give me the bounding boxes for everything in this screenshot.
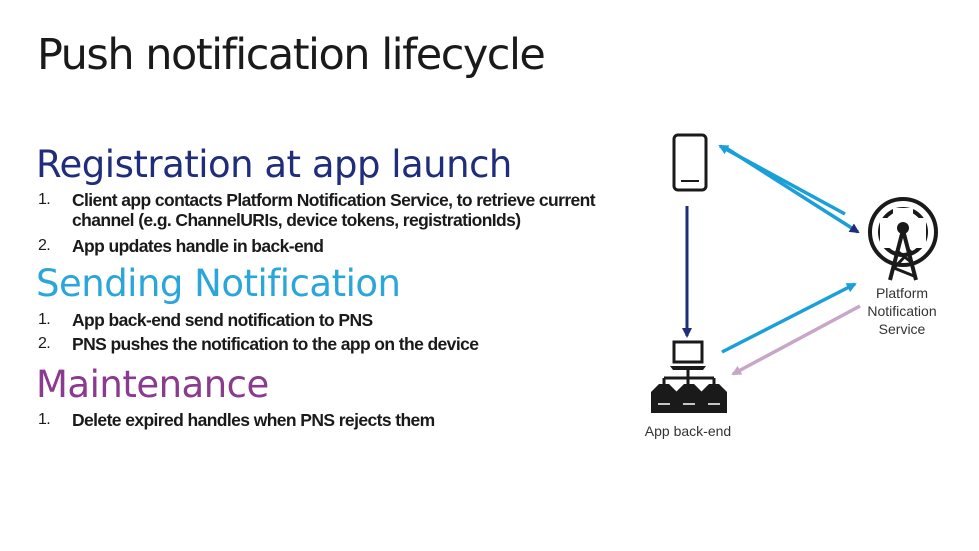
- step-text: App updates handle in back-end: [72, 236, 324, 256]
- list-item: 1. Client app contacts Platform Notifica…: [38, 190, 632, 230]
- step-number: 1.: [38, 311, 51, 328]
- server-network-icon: [651, 340, 727, 413]
- list-item: 2. App updates handle in back-end: [38, 236, 632, 256]
- phone-icon: [672, 133, 708, 192]
- step-text: Delete expired handles when PNS rejects …: [72, 410, 435, 430]
- pns-label-line: Notification: [867, 303, 937, 319]
- backend-label: App back-end: [644, 423, 732, 439]
- maintenance-steps: 1. Delete expired handles when PNS rejec…: [38, 410, 632, 430]
- pns-label-line: Platform: [875, 285, 929, 301]
- step-number: 1.: [38, 411, 51, 428]
- step-number: 1.: [38, 191, 51, 208]
- step-text: App back-end send notification to PNS: [72, 310, 373, 330]
- sending-steps: 1. App back-end send notification to PNS…: [38, 310, 632, 358]
- section-heading-registration: Registration at app launch: [36, 143, 512, 186]
- step-number: 2.: [38, 335, 51, 352]
- arrow-pns-to-device: [718, 144, 846, 216]
- list-item: 1. Delete expired handles when PNS rejec…: [38, 410, 632, 430]
- section-heading-sending: Sending Notification: [36, 262, 401, 305]
- arrow-device-to-pns: [725, 146, 860, 234]
- antenna-tower-icon: [868, 197, 938, 281]
- list-item: 2. PNS pushes the notification to the ap…: [38, 334, 632, 354]
- pns-label: Platform Notification Service: [860, 284, 944, 338]
- section-heading-maintenance: Maintenance: [36, 363, 269, 406]
- pns-label-line: Service: [878, 321, 926, 337]
- step-text: Client app contacts Platform Notificatio…: [72, 190, 596, 230]
- registration-steps: 1. Client app contacts Platform Notifica…: [38, 190, 632, 256]
- page-title: Push notification lifecycle: [37, 30, 546, 80]
- arrow-backend-to-pns: [721, 282, 857, 354]
- step-text: PNS pushes the notification to the app o…: [72, 334, 479, 354]
- arrow-pns-to-backend: [731, 304, 861, 376]
- step-number: 2.: [38, 237, 51, 254]
- list-item: 1. App back-end send notification to PNS: [38, 310, 632, 330]
